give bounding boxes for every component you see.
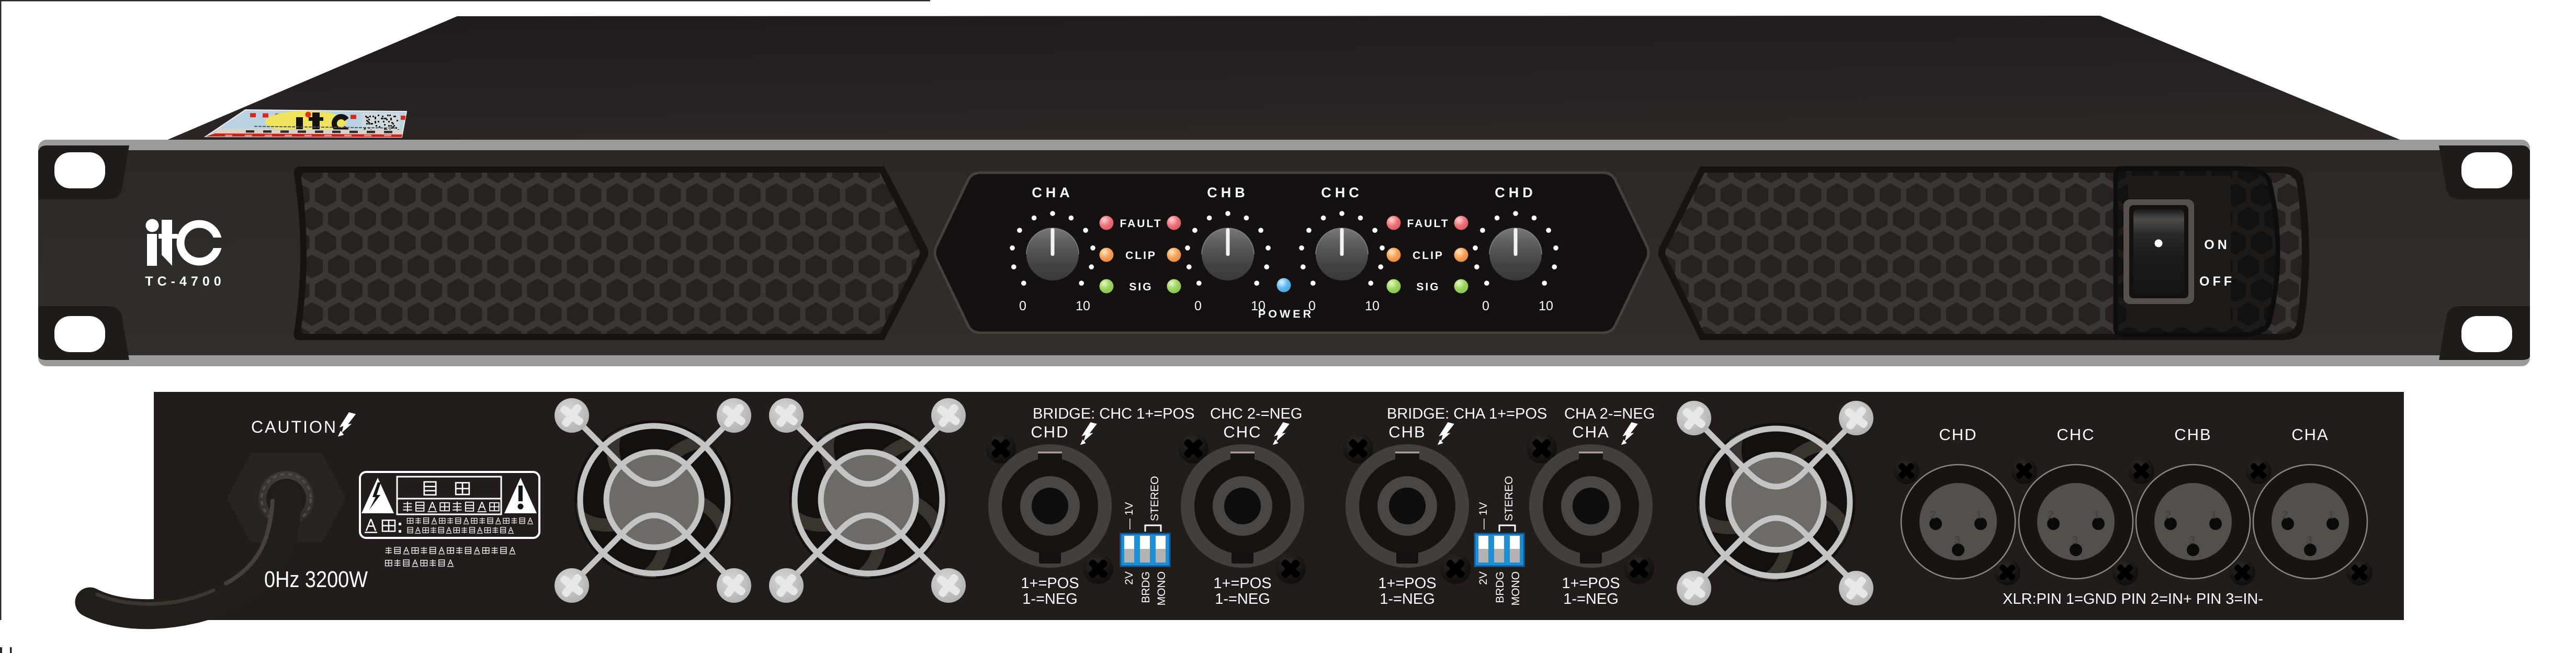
svg-text:0Hz 3200W: 0Hz 3200W: [264, 567, 368, 592]
svg-text:STEREO: STEREO: [1503, 476, 1515, 521]
svg-text:CHA: CHA: [1572, 423, 1609, 441]
svg-text:FAULT: FAULT: [1407, 218, 1449, 230]
svg-text:CHC: CHC: [1223, 423, 1261, 441]
svg-text:10: 10: [1365, 299, 1380, 313]
svg-text:POWER: POWER: [1258, 308, 1314, 320]
svg-text:1+=POS: 1+=POS: [1562, 575, 1620, 592]
svg-text:1+=POS: 1+=POS: [1378, 575, 1436, 592]
svg-text:CHB: CHB: [2174, 425, 2211, 444]
svg-text:10: 10: [1076, 299, 1090, 313]
svg-text:TC-4700: TC-4700: [145, 274, 225, 289]
svg-text:CAUTION: CAUTION: [251, 418, 337, 436]
svg-text:CHA: CHA: [2291, 425, 2329, 444]
svg-text:SIG: SIG: [1416, 281, 1440, 293]
svg-text:CLIP: CLIP: [1125, 250, 1157, 262]
svg-text:2V: 2V: [1477, 571, 1489, 585]
svg-text:0: 0: [1308, 299, 1316, 313]
svg-text:BRIDGE: CHC 1+=POS: BRIDGE: CHC 1+=POS: [1033, 406, 1194, 422]
svg-text:BRDG: BRDG: [1140, 571, 1152, 603]
svg-text:CHD: CHD: [1939, 425, 1977, 444]
svg-text:1-=NEG: 1-=NEG: [1563, 591, 1619, 607]
svg-text:1-=NEG: 1-=NEG: [1022, 591, 1078, 607]
svg-text:1+=POS: 1+=POS: [1021, 575, 1079, 592]
svg-text:1-=NEG: 1-=NEG: [1215, 591, 1270, 607]
svg-text:ON: ON: [2204, 238, 2230, 252]
svg-text:CHA: CHA: [1032, 185, 1074, 200]
svg-text:XLR:PIN 1=GND PIN 2=IN+ PIN 3=: XLR:PIN 1=GND PIN 2=IN+ PIN 3=IN-: [2003, 591, 2263, 607]
svg-text:2V: 2V: [1123, 571, 1135, 585]
svg-text:STEREO: STEREO: [1149, 476, 1161, 521]
svg-text:0: 0: [1194, 299, 1202, 313]
svg-text:— 1V: — 1V: [1477, 502, 1489, 530]
svg-text:BRIDGE: CHA 1+=POS: BRIDGE: CHA 1+=POS: [1387, 406, 1547, 422]
svg-text:10: 10: [1251, 299, 1266, 313]
svg-text:SIG: SIG: [1129, 281, 1153, 293]
svg-text:CHC: CHC: [1321, 185, 1363, 200]
svg-text:0: 0: [1019, 299, 1026, 313]
svg-text:CHB: CHB: [1388, 423, 1426, 441]
svg-text:0: 0: [1482, 299, 1489, 313]
svg-text:1+=POS: 1+=POS: [1213, 575, 1271, 592]
svg-text:— 1V: — 1V: [1123, 502, 1135, 530]
svg-text:CHD: CHD: [1495, 185, 1536, 200]
svg-text:FAULT: FAULT: [1120, 218, 1162, 230]
svg-text:CHC 2-=NEG: CHC 2-=NEG: [1210, 406, 1302, 422]
svg-text:MONO: MONO: [1510, 571, 1522, 605]
svg-text:CHC: CHC: [2057, 425, 2095, 444]
svg-text:CLIP: CLIP: [1413, 250, 1444, 262]
svg-text:CHB: CHB: [1207, 185, 1249, 200]
svg-text:1-=NEG: 1-=NEG: [1380, 591, 1435, 607]
svg-text:MONO: MONO: [1156, 571, 1168, 605]
svg-text:OFF: OFF: [2199, 274, 2235, 289]
svg-text:CHD: CHD: [1031, 423, 1069, 441]
svg-text:10: 10: [1539, 299, 1553, 313]
svg-text:BRDG: BRDG: [1494, 571, 1506, 603]
svg-text:CHA 2-=NEG: CHA 2-=NEG: [1564, 406, 1655, 422]
